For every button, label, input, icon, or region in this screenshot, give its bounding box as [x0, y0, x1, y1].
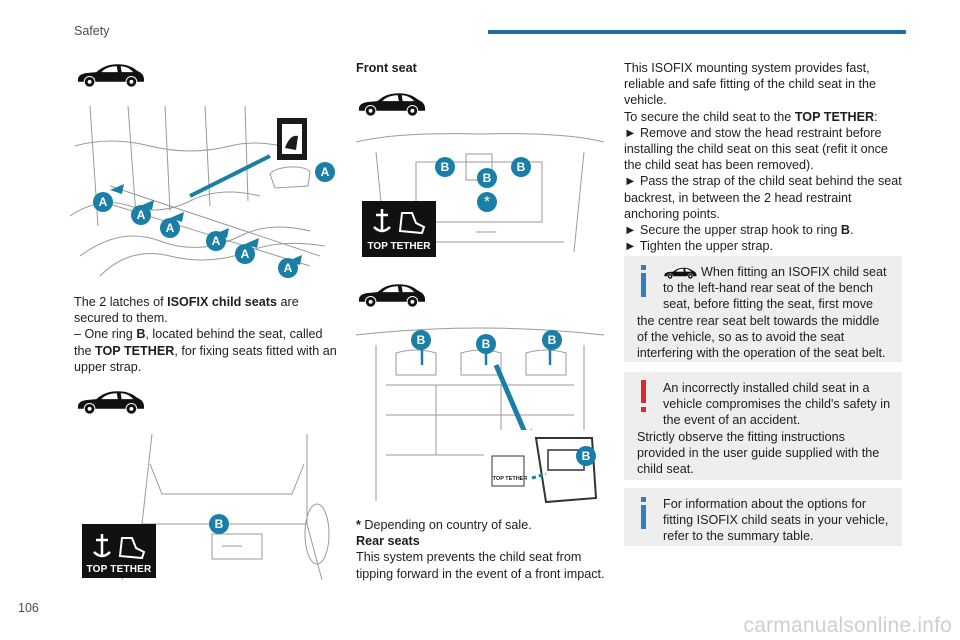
- car-icon: [75, 61, 145, 89]
- rear-seats-text: * Depending on country of sale. Rear sea…: [356, 517, 606, 582]
- info-icon: [637, 496, 653, 529]
- badge-text: TOP TETHER: [86, 564, 152, 575]
- ring-a-callout: A: [235, 244, 255, 264]
- ring-b-callout: B: [411, 330, 431, 350]
- info-icon: [637, 264, 653, 297]
- step-1: ► Remove and stow the head restraint bef…: [624, 125, 888, 173]
- warning-text: An incorrectly installed child seat in a…: [637, 381, 891, 477]
- isofix-intro: The 2 latches of ISOFIX child seats are …: [74, 294, 340, 375]
- header-accent-bar: [488, 30, 906, 34]
- inset-illustration: [491, 437, 598, 504]
- step-2: ► Pass the strap of the child seat behin…: [624, 174, 902, 221]
- intro-text: This ISOFIX mounting system provides fas…: [624, 61, 877, 108]
- ring-b-callout: B: [576, 446, 596, 466]
- secure-post: :: [874, 109, 878, 124]
- intro-pre: The 2 latches of: [74, 295, 168, 309]
- car-icon: [663, 266, 697, 280]
- ring-pre: – One ring: [74, 327, 137, 342]
- step-3-bold: B: [840, 223, 850, 238]
- inset-panel: TOP TETHER: [484, 430, 604, 508]
- ring-bold2: TOP TETHER: [95, 343, 175, 358]
- top-tether-badge: TOP TETHER: [82, 526, 156, 578]
- ring-b-callout: B: [477, 168, 497, 188]
- step-4: ► Tighten the upper strap.: [624, 239, 773, 254]
- ring-b-callout: B: [542, 330, 562, 350]
- ring-a-callout: A: [315, 162, 335, 182]
- warning-icon: [637, 380, 653, 413]
- ring-post: , for fixing seats fitted with an upper …: [74, 343, 337, 374]
- figure1-callouts: [70, 106, 335, 280]
- footnote-star: *: [356, 518, 361, 532]
- ring-a-callout: A: [93, 192, 113, 212]
- rear-seats-description: This system prevents the child seat from…: [356, 550, 605, 581]
- ring-b-callout: B: [435, 157, 455, 177]
- badge-text: TOP TETHER: [367, 241, 431, 252]
- step-3-pre: ► Secure the upper strap hook to ring: [624, 223, 841, 238]
- step-3-post: .: [850, 223, 854, 238]
- ring-a-callout: A: [160, 218, 180, 238]
- intro-bold: ISOFIX child seats: [167, 295, 277, 309]
- car-icon: [356, 281, 426, 309]
- rear-seats-heading: Rear seats: [356, 534, 420, 549]
- ring-b-callout: B: [209, 514, 229, 534]
- info-note-text: When fitting an ISOFIX child seat to the…: [637, 265, 887, 361]
- watermark: carmanualsonline.info: [743, 614, 952, 637]
- top-tether-badge: TOP TETHER: [362, 201, 436, 257]
- ring-bold: B: [136, 327, 146, 342]
- ring-a-callout: A: [131, 205, 151, 225]
- page-number: 106: [18, 601, 39, 615]
- front-seat-heading: Front seat: [356, 61, 417, 75]
- ring-a-callout: A: [206, 231, 226, 251]
- intro-post: are secured to them.: [74, 295, 299, 326]
- ring-mid: , located behind the seat, called the: [74, 327, 323, 358]
- ring-a-callout: A: [278, 258, 298, 278]
- secure-bold: TOP TETHER: [794, 109, 875, 124]
- anchor-icon: [373, 209, 426, 235]
- warning-note: An incorrectly installed child seat in a…: [624, 372, 902, 480]
- secure-pre: To secure the child seat to the: [624, 109, 795, 124]
- car-icon: [356, 90, 426, 118]
- info-note-left-seat: When fitting an ISOFIX child seat to the…: [624, 256, 902, 362]
- asterisk-callout: *: [477, 192, 497, 212]
- ring-b-callout: B: [511, 157, 531, 177]
- car-icon: [75, 388, 145, 416]
- anchor-icon: [93, 534, 146, 560]
- info-note-summary: For information about the options for fi…: [624, 488, 902, 546]
- ring-b-callout: B: [476, 334, 496, 354]
- inset-badge-text: TOP TETHER: [492, 476, 528, 482]
- info-summary-text: For information about the options for fi…: [663, 497, 889, 544]
- rear-door-tether-illustration: [82, 434, 330, 580]
- isofix-instructions: This ISOFIX mounting system provides fas…: [624, 60, 902, 254]
- footnote-text: Depending on country of sale.: [360, 518, 532, 532]
- section-title: Safety: [74, 24, 110, 38]
- rear-bench-isofix-illustration: [70, 106, 326, 277]
